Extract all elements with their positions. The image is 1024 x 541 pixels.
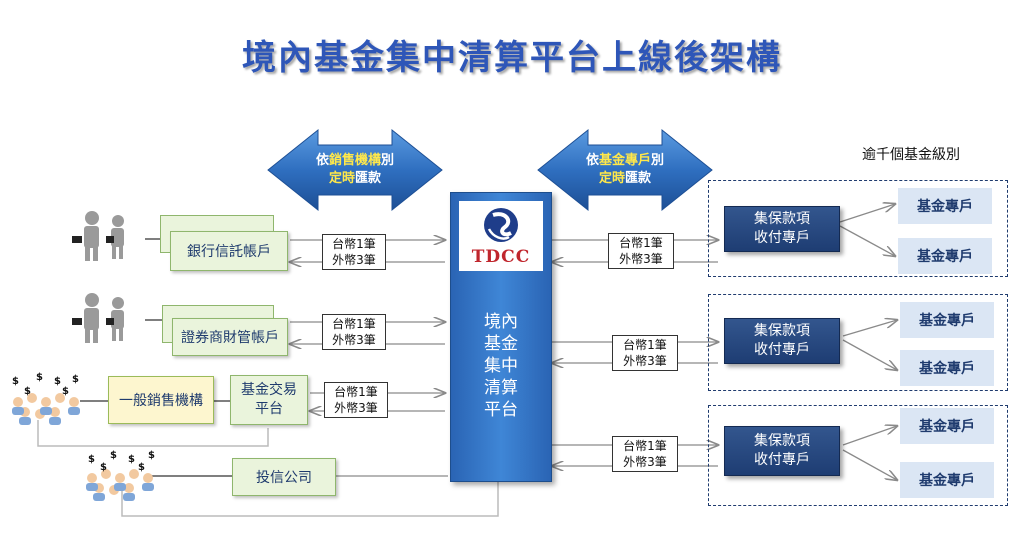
fund-account-box: 基金專戶	[898, 238, 992, 274]
collection-account-box: 集保款項收付專戶	[724, 426, 840, 476]
business-people-icon	[72, 293, 124, 343]
fund-group-3	[708, 405, 1008, 506]
sitc-box: 投信公司	[232, 458, 336, 496]
svg-text:$: $	[88, 454, 95, 465]
svg-text:$: $	[36, 372, 43, 383]
investor-crowd-icon: $$$$$$	[12, 372, 80, 425]
svg-text:$: $	[12, 376, 19, 387]
left-double-arrow	[267, 128, 443, 212]
fund-account-box: 基金專戶	[898, 188, 992, 224]
fund-exchange-platform-box: 基金交易平台	[230, 375, 308, 425]
svg-text:$: $	[148, 450, 155, 461]
collection-account-box: 集保款項收付專戶	[724, 318, 840, 364]
right-arrow-label: 依基金專戶別 定時匯款	[585, 153, 665, 186]
currency-box: 台幣1筆外幣3筆	[322, 314, 386, 350]
currency-box: 台幣1筆外幣3筆	[322, 234, 386, 270]
fund-class-note: 逾千個基金級別	[862, 147, 960, 163]
right-double-arrow	[537, 128, 713, 212]
fund-group-2	[708, 294, 1008, 391]
currency-box: 台幣1筆外幣3筆	[612, 335, 678, 371]
fund-account-box: 基金專戶	[900, 350, 994, 386]
collection-account-box: 集保款項收付專戶	[724, 206, 840, 252]
left-arrow-label: 依銷售機構別 定時匯款	[315, 153, 395, 186]
svg-text:$: $	[24, 386, 31, 397]
currency-box: 台幣1筆外幣3筆	[612, 436, 678, 472]
svg-text:$: $	[100, 462, 107, 473]
business-people-icon	[72, 211, 124, 261]
platform-name: 境內 基金 集中 清算 平台	[484, 312, 518, 420]
investor-crowd-icon: $$$$$$	[86, 450, 155, 501]
fund-group-1	[708, 180, 1008, 277]
svg-text:$: $	[72, 374, 79, 385]
tdcc-emblem-icon	[484, 208, 518, 242]
currency-box: 台幣1筆外幣3筆	[324, 382, 388, 418]
fund-account-box: 基金專戶	[900, 462, 994, 498]
svg-text:$: $	[128, 454, 135, 465]
svg-text:$: $	[138, 462, 145, 473]
bank-trust-account-box: 銀行信託帳戶	[170, 231, 288, 271]
tdcc-logo: TDCC	[459, 201, 543, 271]
svg-text:$: $	[62, 386, 69, 397]
tdcc-clearing-platform: TDCC 境內 基金 集中 清算 平台	[450, 192, 552, 482]
currency-box: 台幣1筆外幣3筆	[608, 233, 674, 269]
fund-account-box: 基金專戶	[900, 302, 994, 338]
fund-account-box: 基金專戶	[900, 408, 994, 444]
securities-wealth-account-box: 證券商財管帳戶	[172, 318, 288, 356]
svg-text:$: $	[110, 450, 117, 461]
general-sales-institution-box: 一般銷售機構	[108, 376, 214, 424]
svg-text:$: $	[54, 376, 61, 387]
page-title: 境內基金集中清算平台上線後架構	[242, 38, 782, 78]
